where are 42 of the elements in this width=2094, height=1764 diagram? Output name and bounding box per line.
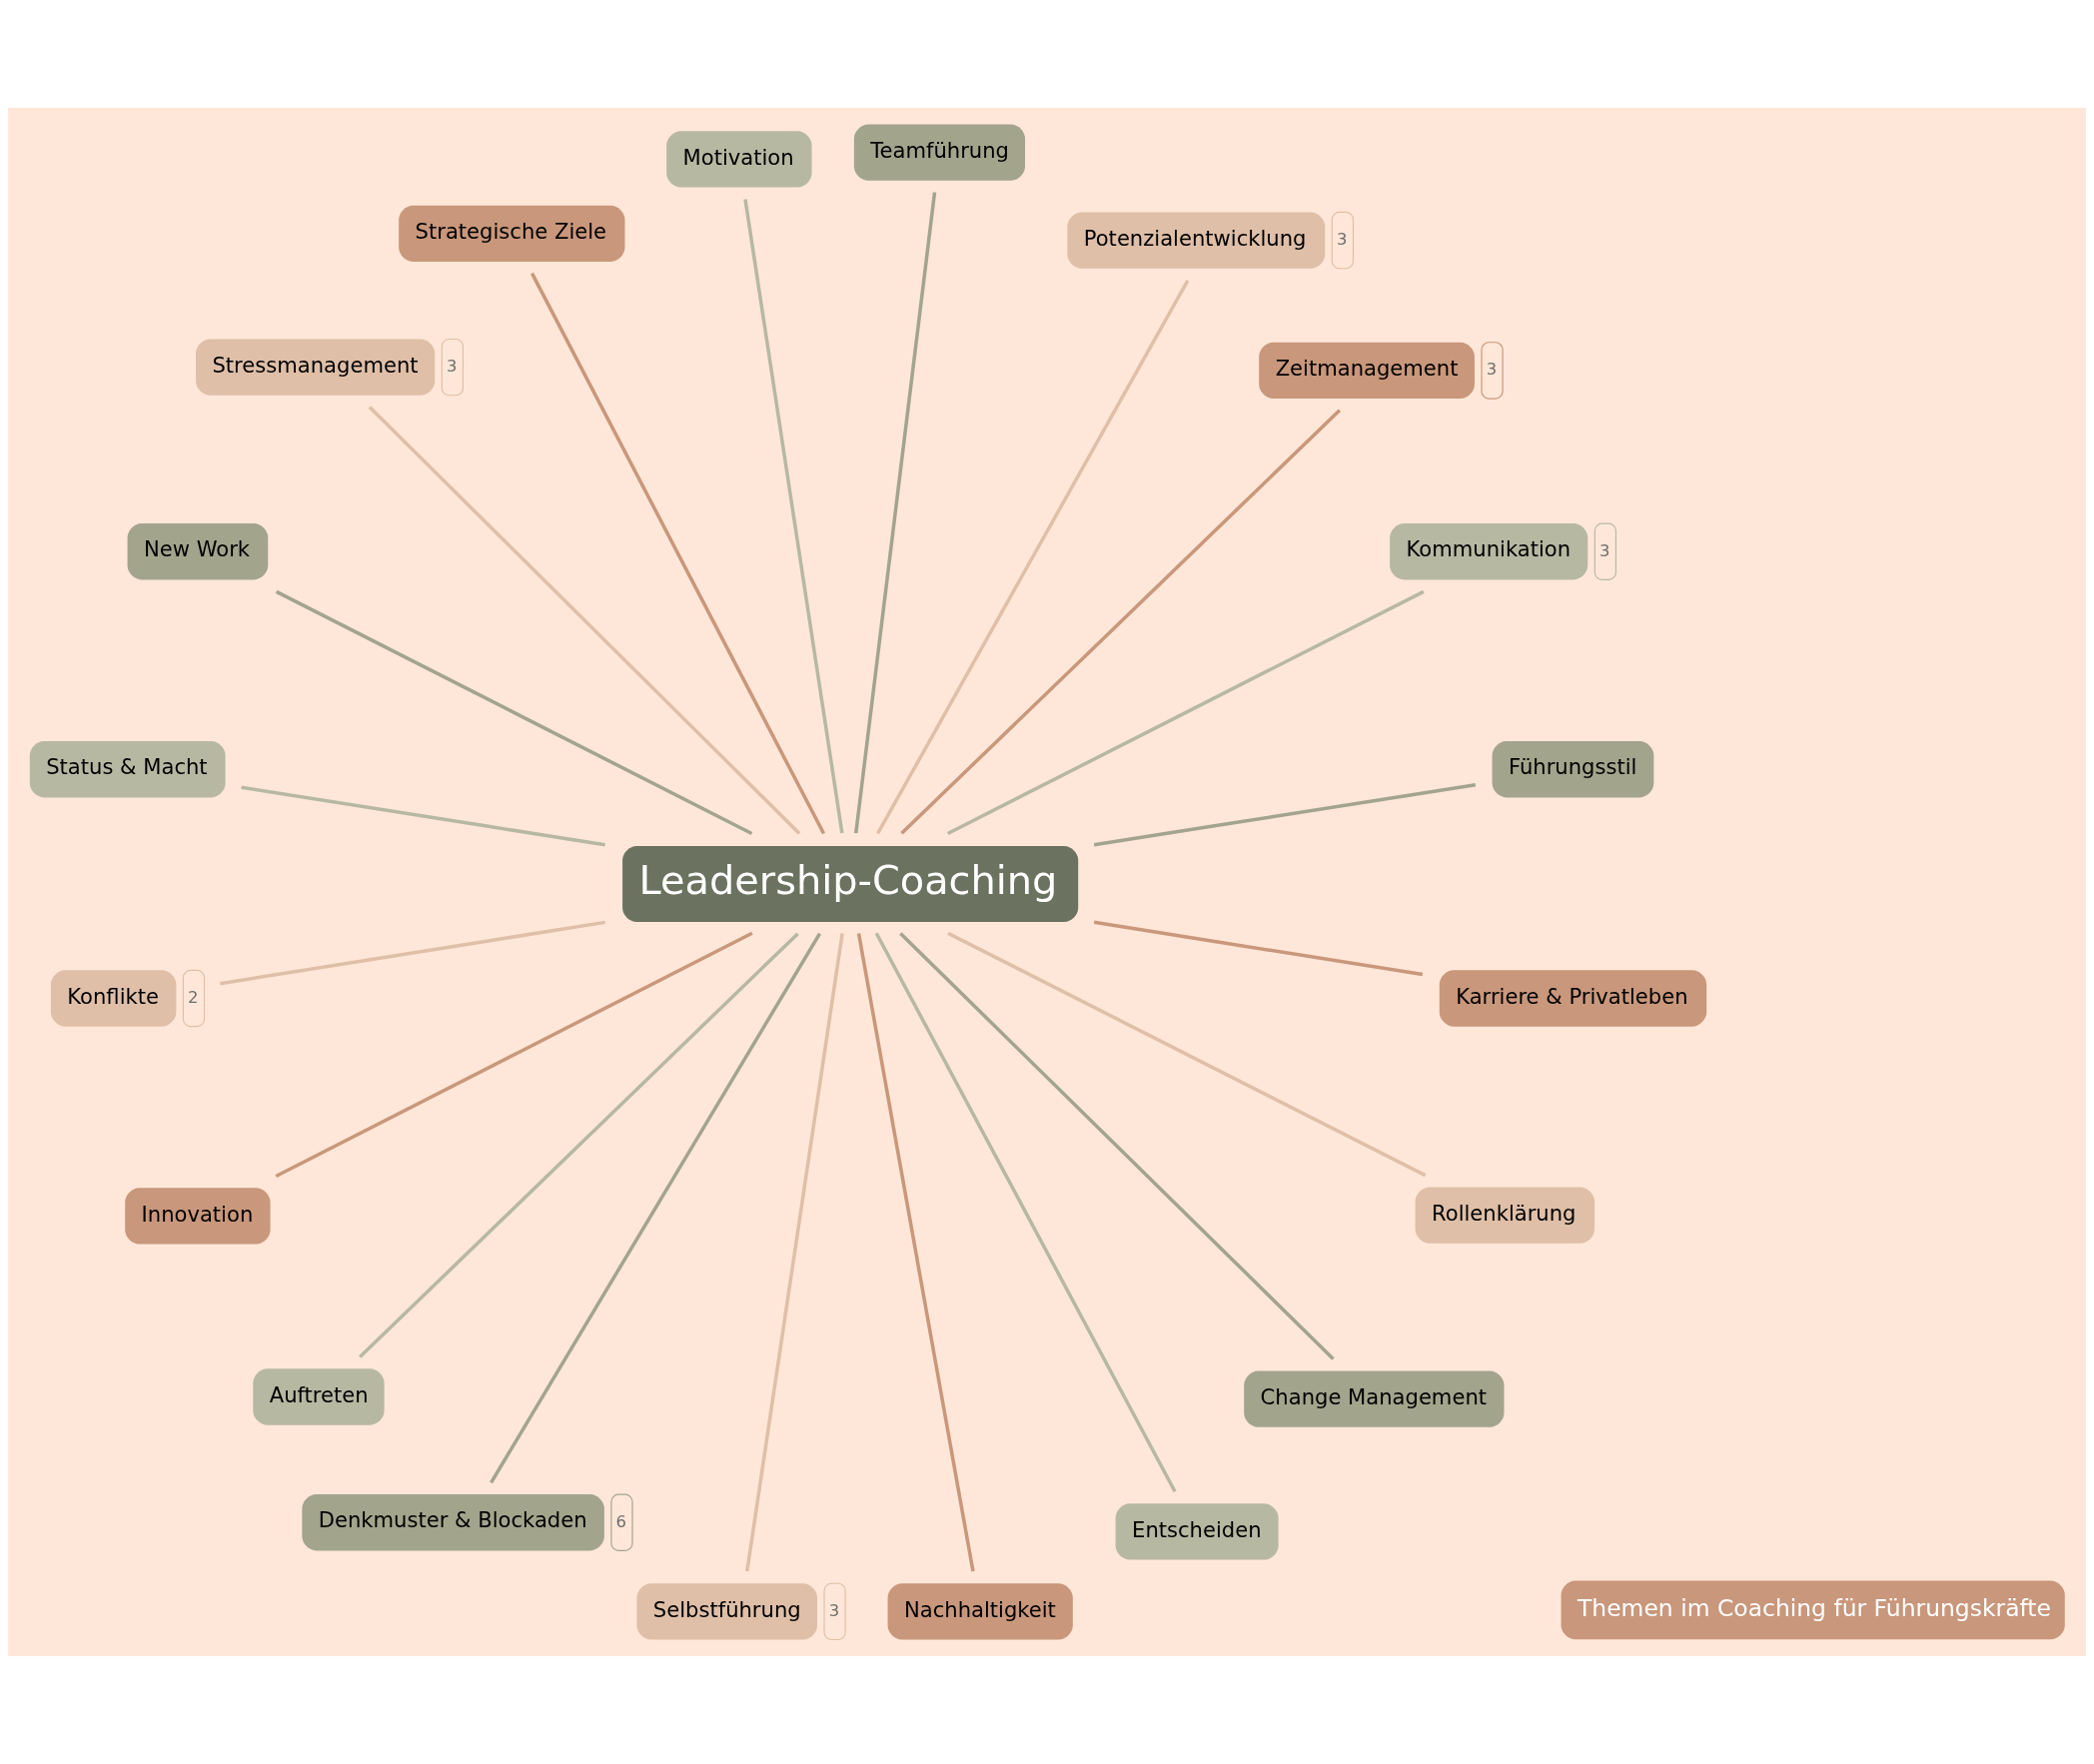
connector [874, 932, 1177, 1493]
node-box: Motivation [666, 131, 812, 188]
connector [220, 920, 605, 986]
node-label: 3 [446, 356, 458, 376]
node-box: Karriere & Privatleben [1439, 970, 1707, 1027]
node-label: 3 [828, 1600, 840, 1620]
node-label: 2 [188, 987, 199, 1007]
connector [241, 785, 605, 847]
connector [368, 406, 801, 835]
node-box: Nachhaltigkeit [887, 1583, 1073, 1640]
connector [899, 932, 1335, 1360]
connector [490, 932, 822, 1484]
node-box: Change Management [1244, 1370, 1505, 1427]
connector [856, 933, 975, 1572]
node-box: Teamführung [853, 124, 1026, 181]
connector [1093, 782, 1477, 847]
connector [946, 589, 1425, 836]
node-box: Innovation [125, 1188, 271, 1245]
connector [275, 589, 753, 836]
connector [745, 933, 844, 1572]
node-box: Entscheiden [1115, 1503, 1279, 1560]
connector [1093, 920, 1424, 977]
connector [275, 931, 753, 1179]
node-label: 3 [1337, 229, 1348, 249]
connector [854, 192, 937, 834]
node-box: Status & Macht [29, 741, 226, 798]
node-box: Auftreten [253, 1368, 385, 1425]
node-box: Führungsstil [1492, 741, 1654, 798]
connector [947, 931, 1427, 1178]
node-label: 6 [615, 1511, 627, 1531]
node-box: Themen im Coaching für Führungskräfte [1561, 1580, 2065, 1640]
node-label: 3 [1599, 540, 1610, 560]
connector [900, 409, 1342, 835]
node-box: New Work [127, 523, 269, 580]
node-label: 3 [1486, 360, 1498, 380]
connector [876, 279, 1190, 835]
node-box: Strategische Ziele [399, 205, 625, 262]
connector [529, 272, 826, 835]
connector [743, 199, 844, 834]
node-box: Leadership-Coaching [622, 845, 1079, 923]
connector [359, 932, 799, 1358]
node-box: Rollenklärung [1415, 1187, 1594, 1244]
